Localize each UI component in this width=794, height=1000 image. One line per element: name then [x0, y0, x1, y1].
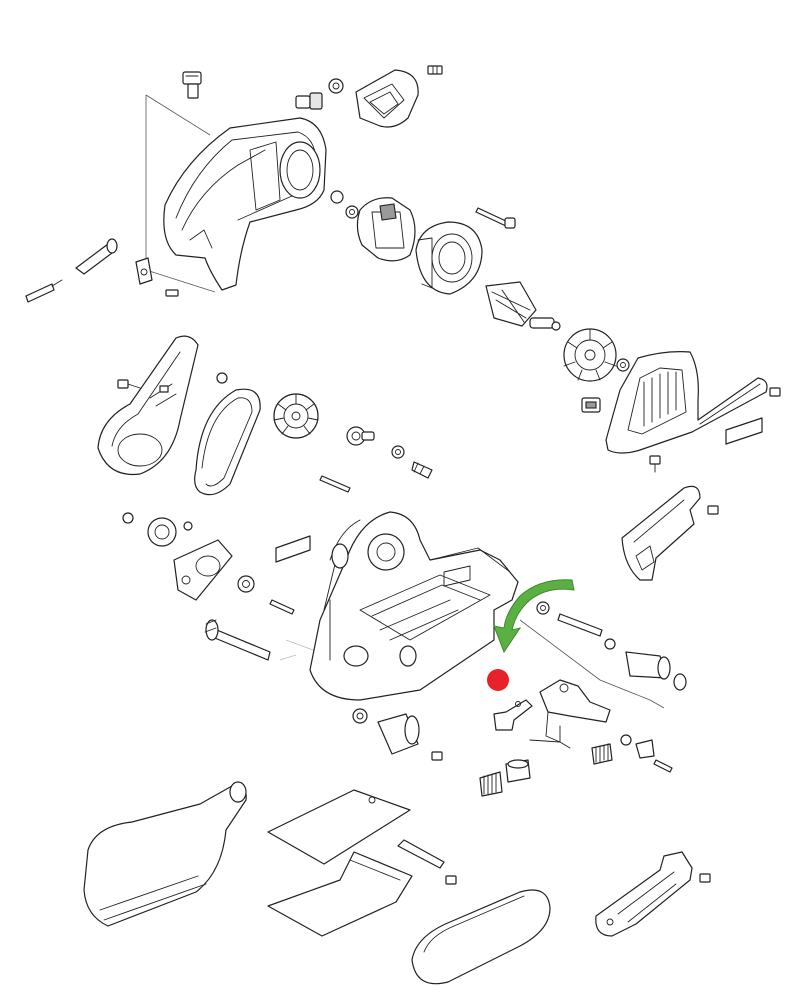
screw-part-4 [319, 475, 351, 493]
field-coil-part [356, 197, 416, 262]
spring-part [479, 743, 613, 797]
label-plate-part [725, 417, 763, 445]
bearing-part [330, 190, 359, 219]
screw-part-2 [649, 387, 781, 473]
sleeve-part [505, 759, 531, 783]
guide-bracket-part [595, 851, 711, 937]
highlight-arrow [493, 579, 575, 654]
drive-belt-part [194, 372, 261, 496]
label-plate-part-2 [275, 535, 311, 563]
bottom-accessories-group [83, 781, 711, 985]
rear-roller-part [352, 708, 443, 761]
brush-cover-part [355, 69, 419, 128]
small-lever-part [493, 699, 533, 731]
drive-pulley-part [273, 393, 319, 439]
gear-shaft-part [204, 619, 271, 661]
carbon-brush-part [295, 78, 344, 110]
base-cover-part [267, 851, 413, 937]
belt-pulley-group [97, 335, 433, 496]
clamp-plate-part [135, 257, 179, 297]
base-plate-part [267, 789, 411, 865]
side-panel-group [621, 485, 719, 581]
handle-pin-part [75, 238, 118, 275]
platen-group [352, 601, 687, 797]
e-ring-part [536, 601, 550, 615]
dust-bag-part [83, 781, 247, 927]
plate-strip-part [397, 839, 457, 885]
gear-cover-group [605, 351, 781, 473]
long-screw-part [475, 207, 516, 229]
knob-part [620, 734, 673, 773]
brush-cap-part [182, 71, 202, 99]
main-housing-group [279, 511, 519, 701]
driven-pulley-part [346, 426, 433, 479]
gear-plate-part [173, 539, 233, 601]
motor-housing-part [163, 117, 327, 291]
screw-part [427, 65, 443, 75]
motor-housing-group [25, 65, 443, 303]
sanding-belt-part [411, 889, 551, 985]
highlight-marker [487, 669, 509, 691]
bearing-part-2 [616, 358, 630, 372]
fan-part [563, 328, 617, 382]
pulley-cover-part [97, 335, 199, 476]
gear-group [122, 512, 311, 661]
roller-part [625, 651, 687, 691]
armature-part [485, 281, 561, 331]
gear-part [147, 517, 193, 547]
tension-lever-part [529, 679, 611, 749]
fan-baffle-part [415, 221, 483, 295]
screw-part-3 [117, 379, 141, 389]
pin-part [269, 599, 295, 615]
motor-field-group [330, 190, 630, 413]
switch-part [581, 397, 601, 413]
cord-part [25, 279, 63, 303]
bearing-part-3 [237, 575, 255, 593]
shaft-part [557, 613, 616, 650]
